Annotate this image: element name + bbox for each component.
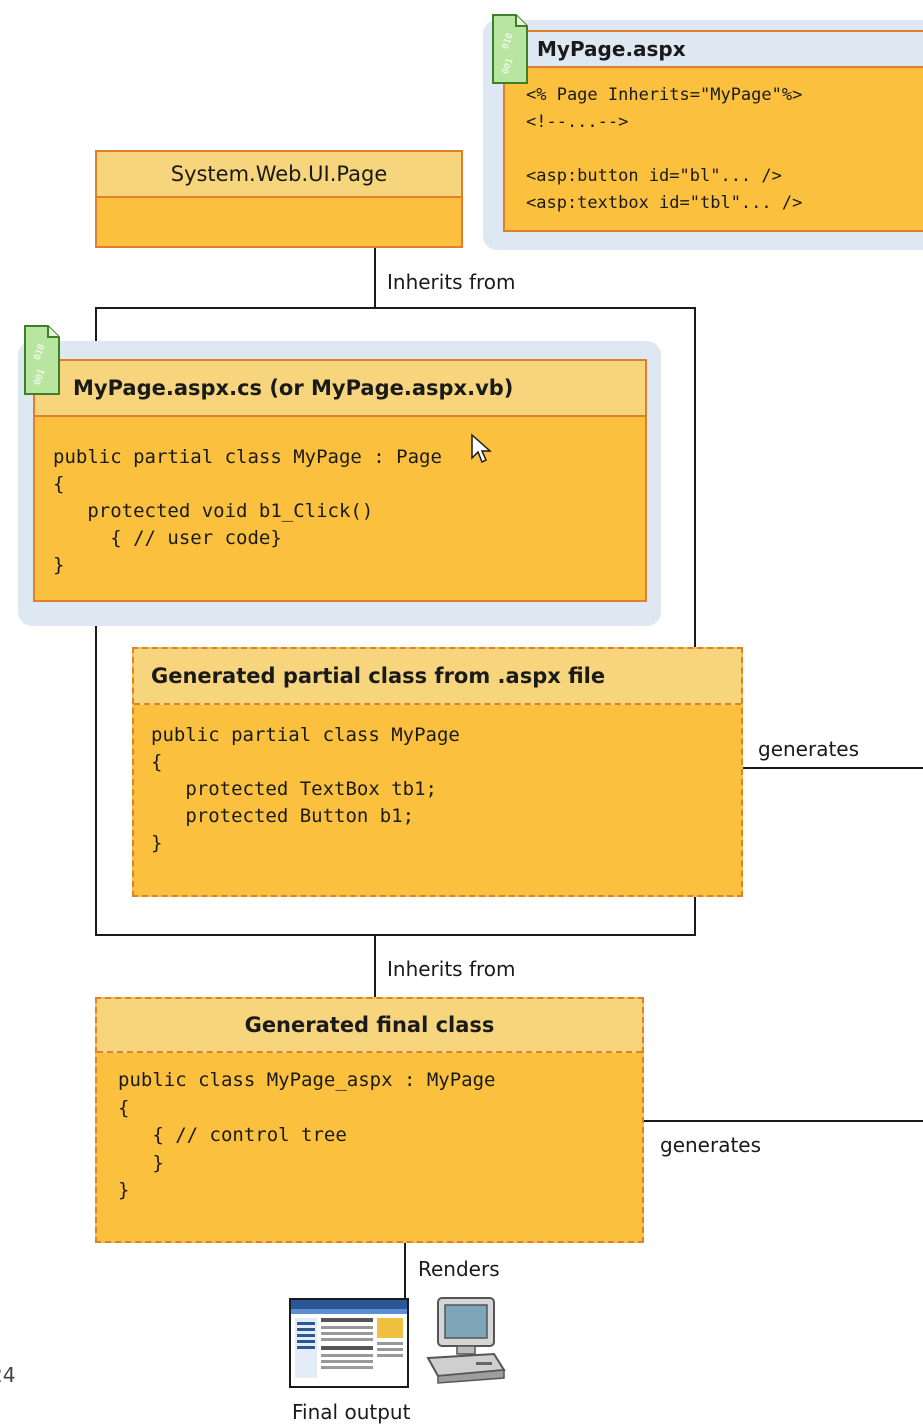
renders-label: Renders bbox=[418, 1257, 500, 1281]
generates-label-top: generates bbox=[758, 737, 860, 761]
binary-file-icon: 010 001 bbox=[492, 14, 528, 84]
inherits-connector-top bbox=[374, 248, 376, 308]
generated-partial-code: public partial class MyPage { protected … bbox=[151, 724, 460, 854]
generated-partial-box: Generated partial class from .aspx file … bbox=[132, 647, 743, 897]
code-behind-box: MyPage.aspx.cs (or MyPage.aspx.vb) publi… bbox=[33, 359, 647, 602]
generates-label-bottom: generates bbox=[660, 1133, 762, 1157]
browser-screenshot-icon bbox=[289, 1298, 409, 1388]
final-class-title: Generated final class bbox=[244, 1013, 495, 1037]
renders-connector bbox=[404, 1243, 406, 1299]
inherits-label-bottom: Inherits from bbox=[387, 957, 516, 981]
generates-connector-top bbox=[743, 767, 923, 769]
aspx-file-title: MyPage.aspx bbox=[537, 37, 686, 61]
generates-connector-bottom bbox=[644, 1120, 923, 1122]
page-number-fragment: 24 bbox=[0, 1363, 16, 1387]
aspx-file-box: MyPage.aspx <% Page Inherits="MyPage"%> … bbox=[503, 30, 923, 232]
generated-partial-header: Generated partial class from .aspx file bbox=[134, 649, 741, 705]
final-output-label: Final output bbox=[292, 1400, 411, 1424]
base-class-box: System.Web.UI.Page bbox=[95, 150, 463, 248]
inherits-connector-bottom bbox=[374, 936, 376, 998]
inherits-label-top: Inherits from bbox=[387, 270, 516, 294]
aspx-file-code: <% Page Inherits="MyPage"%> <!--...--> <… bbox=[526, 85, 803, 213]
final-class-box: Generated final class public class MyPag… bbox=[95, 997, 644, 1243]
code-behind-header: MyPage.aspx.cs (or MyPage.aspx.vb) bbox=[35, 361, 645, 417]
code-behind-title: MyPage.aspx.cs (or MyPage.aspx.vb) bbox=[73, 376, 514, 400]
aspx-file-header: MyPage.aspx bbox=[505, 32, 923, 68]
final-class-header: Generated final class bbox=[97, 999, 642, 1053]
code-behind-code: public partial class MyPage : Page { pro… bbox=[53, 446, 442, 576]
base-class-title: System.Web.UI.Page bbox=[170, 162, 388, 186]
mouse-pointer-icon bbox=[471, 433, 492, 464]
binary-file-icon: 010 001 bbox=[24, 325, 60, 395]
generated-partial-title: Generated partial class from .aspx file bbox=[151, 664, 606, 688]
base-class-header: System.Web.UI.Page bbox=[97, 152, 461, 198]
final-class-code: public class MyPage_aspx : MyPage { { //… bbox=[118, 1069, 496, 1201]
computer-icon bbox=[426, 1297, 506, 1384]
